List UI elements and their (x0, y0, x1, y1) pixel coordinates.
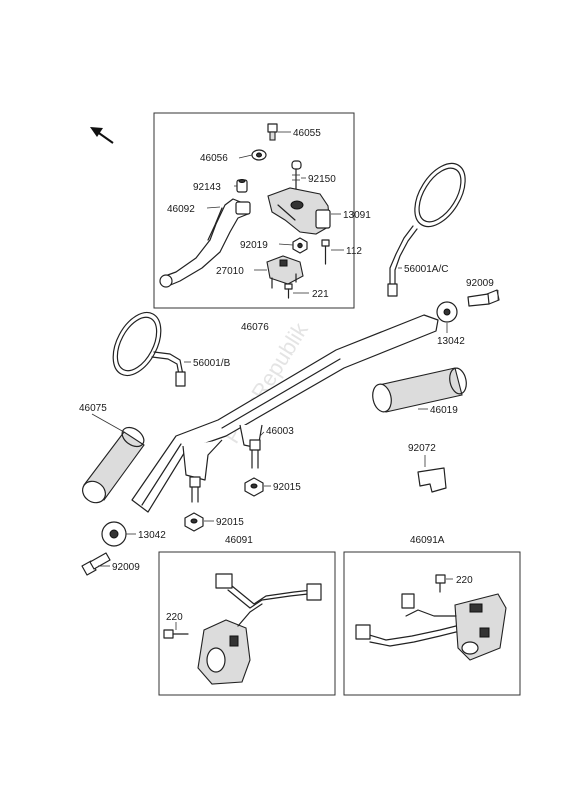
label-92019: 92019 (240, 240, 268, 251)
label-46055: 46055 (293, 128, 321, 139)
mirror-left-56001b (112, 311, 186, 387)
left-switch-box (158, 551, 336, 696)
handlebar-46003 (131, 314, 439, 513)
bolt-46055 (267, 123, 278, 141)
label-46003: 46003 (266, 426, 294, 437)
weight-13042-top (436, 301, 458, 323)
label-92143: 92143 (193, 182, 221, 193)
label-46092: 46092 (167, 204, 195, 215)
weight-13042-bottom (101, 521, 127, 547)
lever-assembly-box (153, 112, 355, 309)
nut-92015-a (244, 477, 264, 497)
label-220-left: 220 (166, 612, 183, 623)
label-56001b: 56001/B (193, 358, 231, 369)
label-13042-bottom: 13042 (138, 530, 166, 541)
bolt-92009-top (467, 289, 500, 307)
screw-221 (284, 283, 293, 299)
label-112: 112 (346, 246, 362, 257)
label-92015-a: 92015 (273, 482, 301, 493)
lever-holder-13091 (267, 187, 331, 235)
pin-92150 (291, 160, 302, 191)
clutch-lever-46092 (159, 198, 251, 288)
bolt-92009-bottom (81, 552, 111, 576)
label-27010: 27010 (216, 266, 244, 277)
right-switch-box (343, 551, 521, 696)
collar-92143 (236, 179, 248, 193)
grip-left-46075 (82, 426, 145, 504)
label-92009-bottom: 92009 (112, 562, 140, 573)
label-13091: 13091 (343, 210, 371, 221)
washer-46056 (251, 149, 267, 161)
label-56001ac: 56001A/C (404, 264, 448, 275)
label-221: 221 (312, 289, 329, 300)
switch-27010 (266, 255, 304, 289)
switch-housing-46091 (197, 573, 322, 685)
screw-112 (321, 239, 330, 265)
label-46056: 46056 (200, 153, 228, 164)
arrow-up-left-icon (90, 127, 114, 144)
grip-right-46019 (372, 367, 467, 413)
label-92009-top: 92009 (466, 278, 494, 289)
clamp-92072 (417, 467, 447, 493)
label-92072: 92072 (408, 443, 436, 454)
screw-220-right (435, 574, 446, 593)
label-46075: 46075 (79, 403, 107, 414)
screw-220-left (163, 629, 189, 639)
label-13042-top: 13042 (437, 336, 465, 347)
label-220-right: 220 (456, 575, 473, 586)
nut-92019 (292, 237, 308, 254)
mirror-right-56001ac (387, 162, 466, 297)
leader-lines (91, 131, 499, 630)
label-92150: 92150 (308, 174, 336, 185)
part-labels: 46055 46056 92150 92143 46092 13091 9201… (79, 128, 494, 623)
label-46019: 46019 (430, 405, 458, 416)
switch-housing-46091a (355, 593, 507, 661)
nut-92015-b (184, 512, 204, 532)
label-92015-b: 92015 (216, 517, 244, 528)
label-46091a: 46091A (410, 535, 445, 546)
label-46091: 46091 (225, 535, 253, 546)
label-46076: 46076 (241, 322, 269, 333)
